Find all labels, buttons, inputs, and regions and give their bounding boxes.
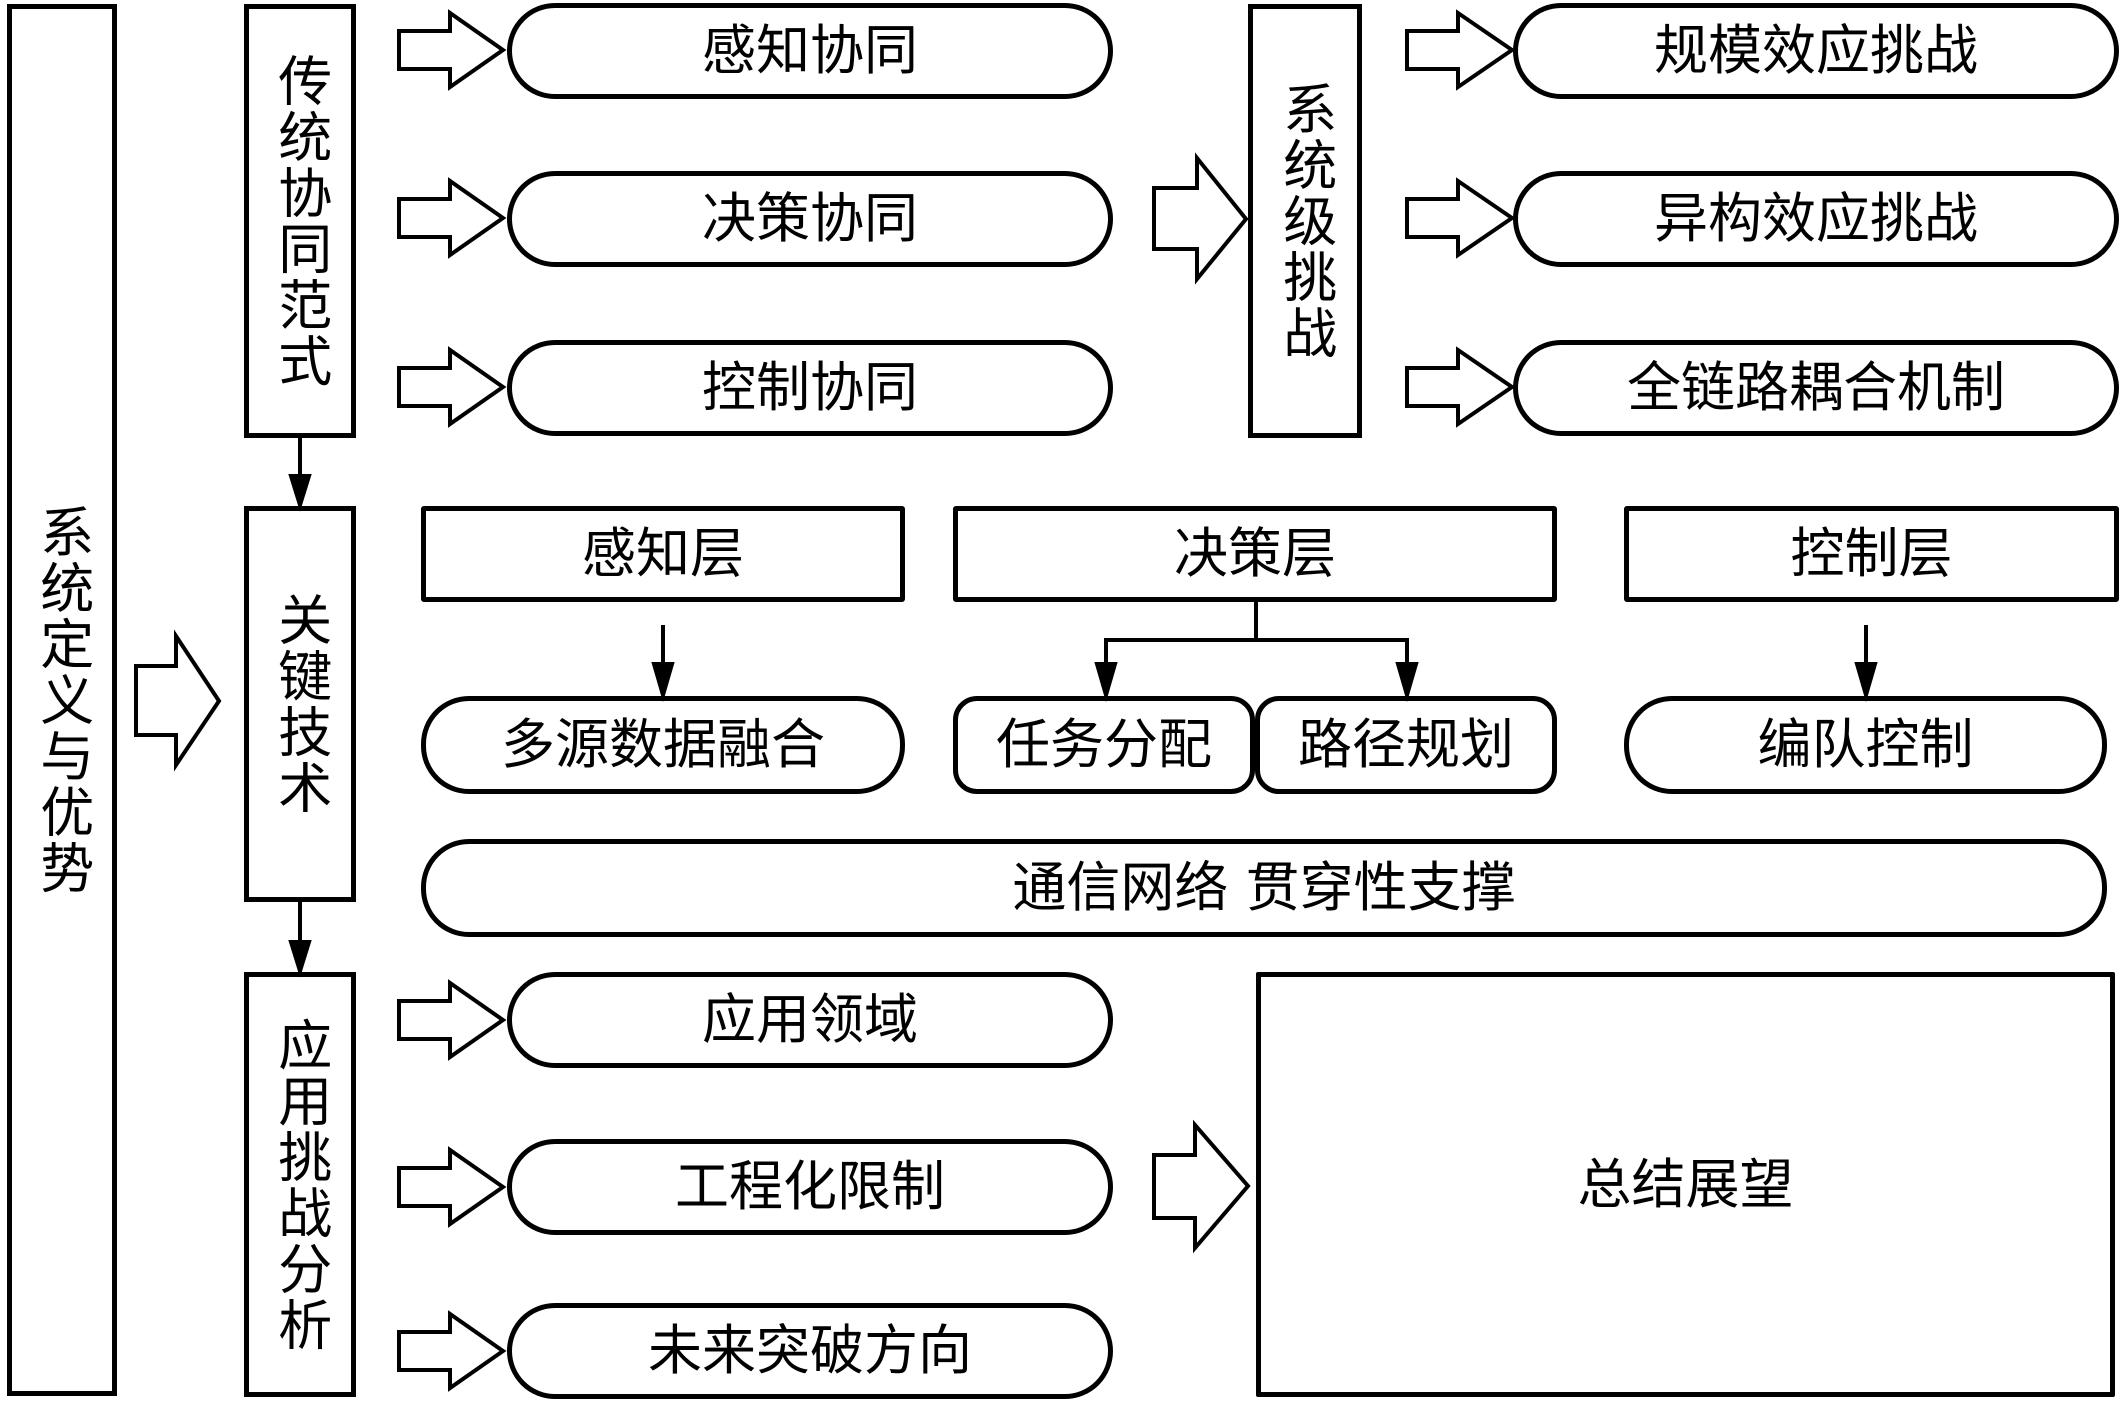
key-technology-label: 关键技术 [268,592,332,816]
decision-collaboration-label: 决策协同 [702,187,918,250]
full-chain-coupling-pill: 全链路耦合机制 [1513,340,2119,436]
application-challenge-label: 应用挑战分析 [268,1016,332,1353]
block-arrow-icon [134,629,222,772]
heterogeneity-challenge-pill: 异构效应挑战 [1513,171,2119,267]
block-arrow-icon [397,9,507,91]
system-definition-box: 系统定义与优势 [7,4,117,1396]
system-challenge-box: 系统级挑战 [1248,4,1362,438]
block-arrow-icon [1405,346,1516,428]
perception-collaboration-label: 感知协同 [702,19,918,82]
future-breakthrough-pill: 未来突破方向 [507,1303,1113,1399]
traditional-paradigm-label: 传统协同范式 [268,53,332,389]
path-planning-label: 路径规划 [1298,713,1514,776]
control-collaboration-label: 控制协同 [702,356,918,419]
block-arrow-icon [1152,1119,1251,1254]
application-challenge-box: 应用挑战分析 [244,972,356,1397]
control-layer-label: 控制层 [1790,522,1953,585]
multi-source-fusion-pill: 多源数据融合 [421,696,905,794]
block-arrow-icon [397,979,507,1061]
block-arrow-icon [1152,152,1249,285]
conclusion-box: 总结展望 [1256,972,2115,1397]
arrowhead-icon [651,662,675,703]
arrowhead-icon [288,940,312,978]
system-definition-label: 系统定义与优势 [30,504,94,896]
decision-layer-label: 决策层 [1174,522,1336,585]
formation-control-pill: 编队控制 [1624,696,2107,794]
arrowhead-icon [1094,662,1118,703]
block-arrow-icon [397,346,507,428]
control-collaboration-pill: 控制协同 [507,340,1113,436]
traditional-paradigm-box: 传统协同范式 [244,4,356,438]
path-planning-pill: 路径规划 [1255,696,1557,794]
block-arrow-icon [1405,177,1516,259]
key-technology-box: 关键技术 [244,506,356,902]
block-arrow-icon [1405,9,1516,91]
conclusion-label: 总结展望 [1577,1152,1794,1216]
heterogeneity-challenge-label: 异构效应挑战 [1654,187,1978,250]
scale-effect-challenge-label: 规模效应挑战 [1654,19,1978,82]
block-arrow-icon [397,177,507,259]
full-chain-coupling-label: 全链路耦合机制 [1627,356,2005,419]
block-arrow-icon [397,1146,507,1228]
perception-collaboration-pill: 感知协同 [507,3,1113,99]
decision-layer-box: 决策层 [953,506,1557,602]
multi-source-fusion-label: 多源数据融合 [501,713,825,776]
arrowhead-icon [288,474,312,512]
control-layer-box: 控制层 [1624,506,2119,602]
arrowhead-icon [1395,662,1419,703]
block-arrow-icon [397,1310,507,1392]
perception-layer-label: 感知层 [582,522,744,585]
application-domain-label: 应用领域 [702,988,918,1051]
communication-network-label: 通信网络 贯穿性支撑 [1012,856,1516,919]
communication-network-pill: 通信网络 贯穿性支撑 [421,839,2107,937]
task-allocation-pill: 任务分配 [953,696,1255,794]
system-challenge-label: 系统级挑战 [1273,81,1337,361]
engineering-limits-pill: 工程化限制 [507,1139,1113,1235]
perception-layer-box: 感知层 [421,506,905,602]
formation-control-label: 编队控制 [1757,713,1974,776]
arrowhead-icon [1854,662,1878,703]
task-allocation-label: 任务分配 [996,713,1212,776]
engineering-limits-label: 工程化限制 [675,1155,945,1218]
future-breakthrough-label: 未来突破方向 [648,1319,972,1382]
scale-effect-challenge-pill: 规模效应挑战 [1513,3,2119,99]
application-domain-pill: 应用领域 [507,972,1113,1068]
decision-collaboration-pill: 决策协同 [507,171,1113,267]
